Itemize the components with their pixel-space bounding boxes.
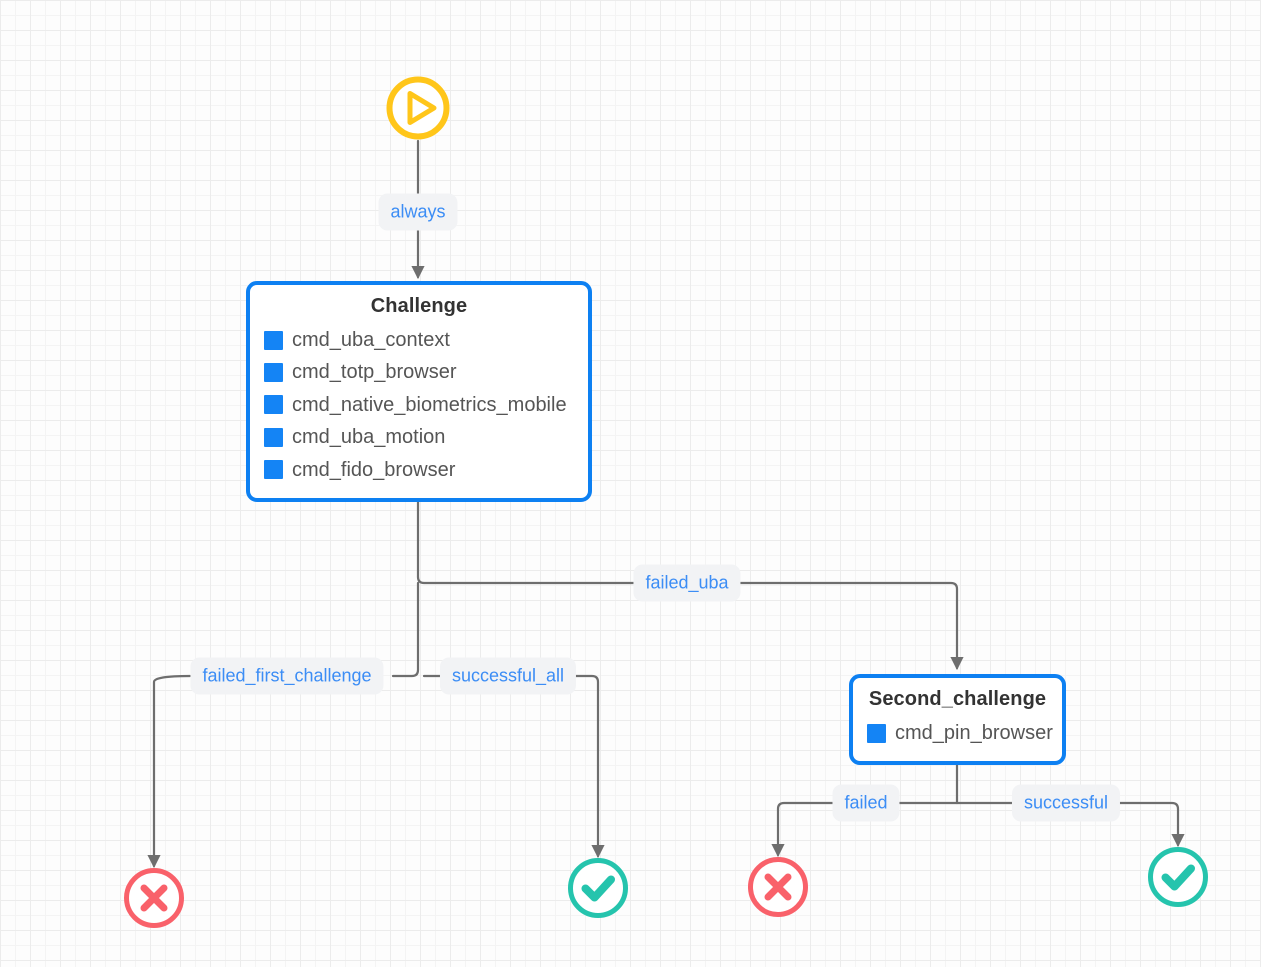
node-challenge-item-0[interactable]: cmd_uba_context — [264, 324, 574, 356]
edge-label-failed-first-challenge[interactable]: failed_first_challenge — [190, 657, 384, 695]
node-failure-first-challenge[interactable] — [123, 867, 185, 934]
node-success-second-challenge[interactable] — [1147, 846, 1209, 913]
node-challenge-item-label: cmd_totp_browser — [292, 361, 457, 384]
node-challenge-item-1[interactable]: cmd_totp_browser — [264, 356, 574, 388]
edge-failed-uba — [416, 575, 964, 671]
swatch-icon — [867, 723, 886, 743]
edge-label-always[interactable]: always — [378, 193, 458, 231]
edge-failed — [771, 801, 959, 858]
node-challenge-item-label: cmd_uba_context — [292, 329, 450, 351]
edge-label-failed[interactable]: failed — [832, 784, 900, 822]
edge-label-successful-all[interactable]: successful_all — [439, 657, 577, 695]
edge-label-failed-uba[interactable]: failed_uba — [633, 564, 741, 602]
node-challenge-item-label: cmd_uba_motion — [292, 426, 446, 449]
check-circle-icon — [1148, 847, 1208, 907]
node-challenge-item-label: cmd_fido_browser — [292, 458, 456, 481]
edge-failed-first-challenge — [147, 674, 192, 869]
edge-challenge-lower-trunk — [391, 581, 420, 678]
play-circle-icon — [386, 76, 450, 140]
swatch-icon — [264, 363, 283, 383]
x-circle-icon — [748, 857, 808, 917]
node-challenge-item-label: cmd_native_biometrics_mobile — [292, 393, 567, 416]
x-circle-icon — [124, 868, 184, 928]
node-challenge-item-4[interactable]: cmd_fido_browser — [264, 454, 574, 486]
node-success-all[interactable] — [567, 857, 629, 924]
node-second-challenge-title: Second_challenge — [868, 688, 1047, 710]
swatch-icon — [264, 427, 283, 447]
check-circle-icon — [568, 858, 628, 918]
node-second-challenge-item-0[interactable]: cmd_pin_browser — [867, 717, 1053, 749]
node-challenge-title: Challenge — [370, 295, 468, 317]
swatch-icon — [264, 460, 283, 480]
edge-label-successful[interactable]: successful — [1011, 784, 1121, 822]
node-second-challenge[interactable]: Second_challenge cmd_pin_browser — [849, 674, 1066, 766]
node-challenge-item-3[interactable]: cmd_uba_motion — [264, 421, 574, 453]
swatch-icon — [264, 330, 283, 350]
node-challenge-item-2[interactable]: cmd_native_biometrics_mobile — [264, 389, 574, 421]
edge-successful-all — [422, 674, 605, 859]
node-failure-second-challenge[interactable] — [747, 856, 809, 923]
node-second-challenge-item-label: cmd_pin_browser — [895, 722, 1053, 744]
node-challenge[interactable]: Challenge cmd_uba_context cmd_totp_brows… — [246, 281, 592, 502]
swatch-icon — [264, 395, 283, 415]
node-start[interactable] — [386, 76, 450, 145]
edge-successful — [955, 801, 1185, 848]
